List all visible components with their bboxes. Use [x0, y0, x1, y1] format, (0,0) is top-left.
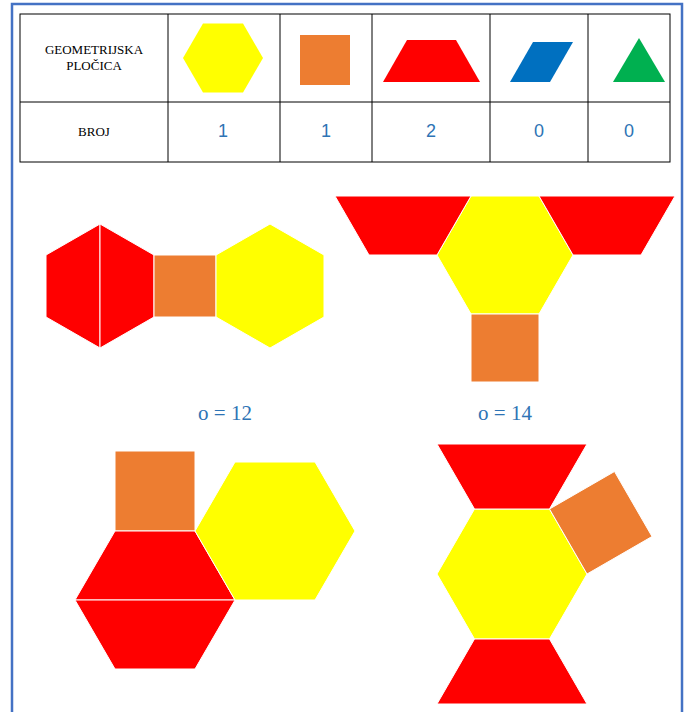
table-grid — [20, 14, 670, 162]
trapezoid-tile — [335, 196, 471, 255]
hexagon-tile — [195, 462, 355, 600]
trapezoid-tile — [437, 444, 587, 509]
square-tile — [115, 451, 195, 531]
table-header: GEOMETRIJSKA PLOČICA — [29, 42, 159, 73]
table-cell: 2 — [401, 121, 461, 143]
trapezoid-tile — [46, 224, 100, 348]
trapezoid-tile — [100, 224, 154, 348]
square-tile — [471, 314, 539, 382]
rhombus-tile — [510, 42, 573, 82]
square-tile — [154, 255, 216, 317]
hexagon-tile — [183, 23, 263, 92]
page-frame — [12, 4, 682, 712]
trapezoid-tile — [383, 40, 480, 82]
table-cell: 0 — [599, 121, 659, 143]
table-cell: 1 — [193, 121, 253, 143]
table-cell: 1 — [296, 121, 356, 143]
triangle-tile — [613, 38, 665, 82]
perimeter-label: o = 12 — [165, 401, 285, 426]
hexagon-tile — [216, 224, 324, 348]
trapezoid-tile — [75, 600, 235, 669]
table-header: BROJ — [29, 124, 159, 140]
perimeter-label: o = 14 — [445, 401, 565, 426]
table-cell: 0 — [509, 121, 569, 143]
trapezoid-tile — [539, 196, 675, 255]
trapezoid-tile — [437, 639, 587, 704]
square-tile — [550, 472, 653, 575]
square-tile — [300, 35, 350, 85]
